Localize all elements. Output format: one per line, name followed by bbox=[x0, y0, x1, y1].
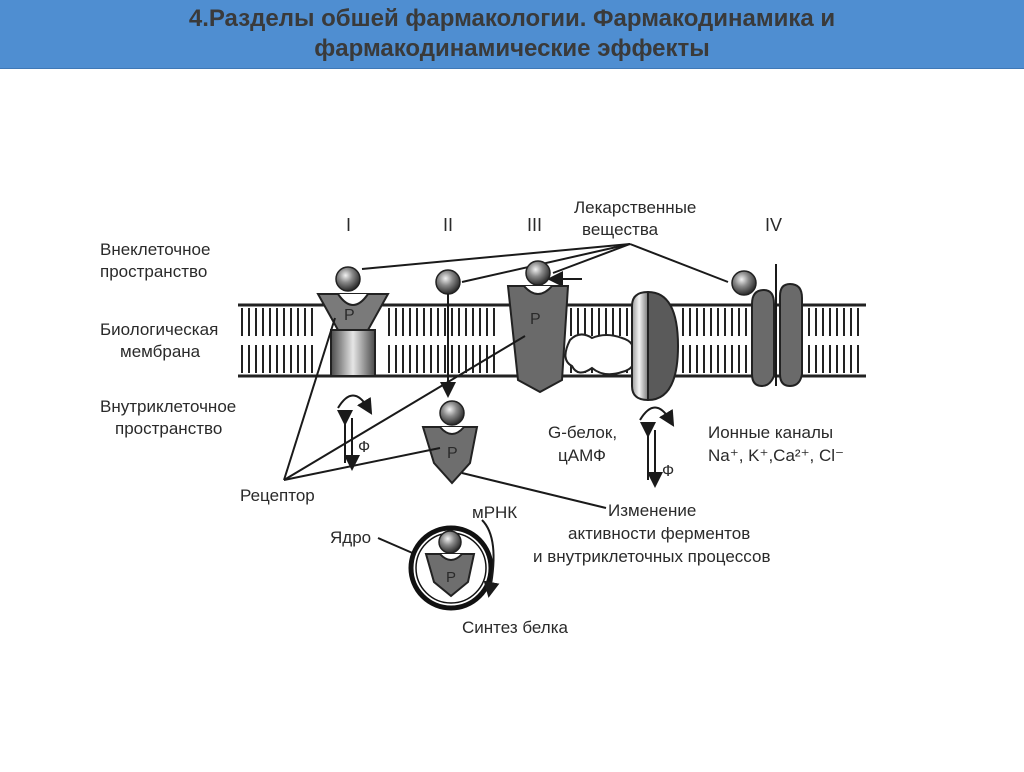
drug-molecule-3 bbox=[525, 260, 551, 286]
curved-arrow-3 bbox=[639, 406, 675, 427]
drug-molecule-2 bbox=[435, 269, 461, 295]
receptor-3-letter: P bbox=[530, 311, 541, 328]
label-mrna: мРНК bbox=[472, 503, 517, 522]
label-receptor: Рецептор bbox=[240, 486, 315, 505]
receptor-type-3: P bbox=[506, 285, 570, 394]
roman-label-4: IV bbox=[765, 215, 782, 235]
label-membrane-1: Биологическая bbox=[100, 320, 218, 339]
arrow-mrna-to-synthesis bbox=[481, 519, 500, 598]
receptor-1-letter: P bbox=[344, 307, 355, 324]
receptor-2-letter: P bbox=[447, 445, 458, 462]
label-membrane-2: мембрана bbox=[120, 342, 201, 361]
label-ion-channels-1: Ионные каналы bbox=[708, 423, 833, 442]
receptor-type-1: P bbox=[316, 293, 390, 377]
phi-label-1: Ф bbox=[358, 439, 370, 456]
roman-label-3: III bbox=[527, 215, 542, 235]
label-g-protein-2: цАМФ bbox=[558, 446, 606, 465]
pharmacodynamics-diagram: Внеклеточное пространство Биологическая … bbox=[0, 68, 1024, 767]
diagram-svg: Внеклеточное пространство Биологическая … bbox=[100, 198, 866, 637]
curved-arrow-1 bbox=[337, 394, 373, 415]
drug-molecule-4 bbox=[731, 270, 757, 296]
ion-channel-4 bbox=[751, 264, 803, 388]
label-drugs-1: Лекарственные bbox=[574, 198, 696, 217]
drug-molecule-nucleus bbox=[438, 530, 462, 554]
roman-label-1: I bbox=[346, 215, 351, 235]
drug-molecule-1 bbox=[335, 266, 361, 292]
label-intracellular-1: Внутриклеточное bbox=[100, 397, 236, 416]
label-change-1: Изменение bbox=[608, 501, 696, 520]
receptor-type-2-cytoplasmic: P bbox=[421, 426, 479, 485]
slide-header: 4.Разделы обшей фармакологии. Фармакодин… bbox=[0, 0, 1024, 69]
label-change-3: и внутриклеточных процессов bbox=[533, 547, 770, 566]
roman-label-2: II bbox=[443, 215, 453, 235]
nuclear-receptor-letter: P bbox=[446, 569, 456, 586]
label-drugs-2: вещества bbox=[582, 220, 659, 239]
label-change-2: активности ферментов bbox=[568, 524, 750, 543]
label-ion-channels-2: Na⁺, K⁺,Ca²⁺, Cl⁻ bbox=[708, 446, 844, 465]
nuclear-receptor: P bbox=[424, 553, 476, 598]
label-nucleus: Ядро bbox=[330, 528, 371, 547]
g-protein bbox=[564, 333, 635, 376]
drug-molecule-intracellular bbox=[439, 400, 465, 426]
phi-label-3: Ф bbox=[662, 463, 674, 480]
effector-channel-3 bbox=[631, 290, 680, 402]
label-protein-synthesis: Синтез белка bbox=[462, 618, 569, 637]
slide-title: 4.Разделы обшей фармакологии. Фармакодин… bbox=[188, 5, 836, 62]
label-extracellular-1: Внеклеточное bbox=[100, 240, 210, 259]
receptor-pointer-lines bbox=[283, 317, 526, 481]
label-intracellular-2: пространство bbox=[115, 419, 222, 438]
label-g-protein-1: G-белок, bbox=[548, 423, 617, 442]
drug-pointer-lines bbox=[361, 243, 729, 283]
pointer-to-change bbox=[461, 472, 607, 509]
label-extracellular-2: пространство bbox=[100, 262, 207, 281]
